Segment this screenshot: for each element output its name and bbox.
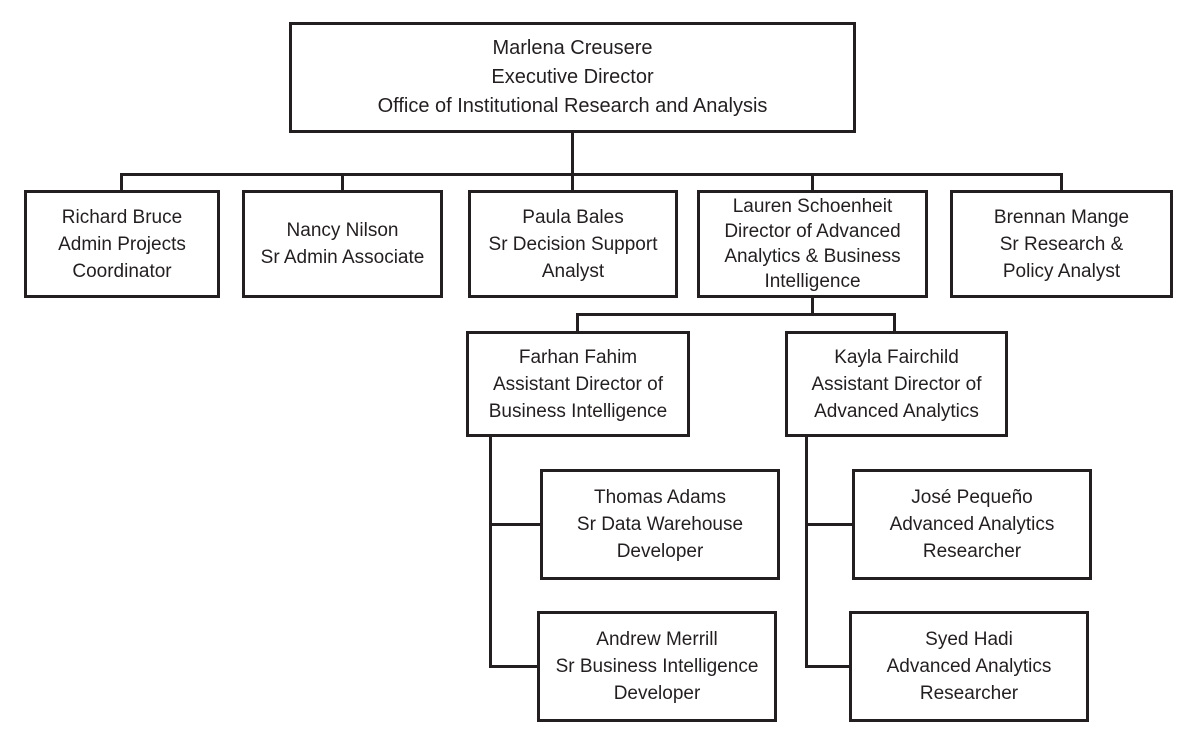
person-name: José Pequeño — [911, 487, 1033, 508]
node-thomas-adams: Thomas Adams Sr Data Warehouse Developer — [540, 469, 780, 580]
person-title: Advanced Analytics — [814, 400, 979, 422]
connector-elbow-thomas — [489, 523, 540, 526]
node-andrew-merrill: Andrew Merrill Sr Business Intelligence … — [537, 611, 777, 722]
person-title: Intelligence — [764, 271, 861, 292]
node-syed-hadi: Syed Hadi Advanced Analytics Researcher — [849, 611, 1089, 722]
connector-drop-richard — [120, 173, 123, 192]
person-name: Brennan Mange — [993, 206, 1130, 228]
person-name: Lauren Schoenheit — [732, 196, 893, 217]
person-name: Syed Hadi — [925, 629, 1013, 650]
node-nancy-nilson: Nancy Nilson Sr Admin Associate — [242, 190, 443, 298]
connector-drop-farhan — [576, 313, 579, 333]
connector-lauren-drop — [811, 298, 814, 316]
connector-kayla-elbow — [805, 437, 808, 668]
connector-drop-nancy — [341, 173, 344, 192]
connector-drop-lauren — [811, 173, 814, 192]
person-name: Farhan Fahim — [518, 346, 638, 368]
connector-drop-brennan — [1060, 173, 1063, 192]
person-name: Nancy Nilson — [286, 220, 399, 241]
person-title: Coordinator — [72, 260, 172, 282]
person-title: Business Intelligence — [488, 400, 668, 422]
connector-elbow-syed — [805, 665, 849, 668]
node-paula-bales: Paula Bales Sr Decision Support Analyst — [468, 190, 678, 298]
node-lauren-schoenheit: Lauren Schoenheit Director of Advanced A… — [697, 190, 928, 298]
node-marlena-creusere: Marlena Creusere Executive Director Offi… — [289, 22, 856, 133]
person-title: Assistant Director of — [811, 373, 982, 395]
person-name: Andrew Merrill — [596, 629, 718, 650]
person-title: Researcher — [922, 541, 1022, 562]
person-title: Sr Admin Associate — [260, 247, 425, 268]
person-title: Researcher — [919, 683, 1019, 704]
person-title: Executive Director — [491, 66, 654, 88]
person-title: Policy Analyst — [1002, 260, 1121, 282]
person-title: Developer — [613, 683, 701, 704]
connector-drop-paula — [571, 173, 574, 192]
connector-elbow-andrew — [489, 665, 537, 668]
person-name: Richard Bruce — [61, 206, 183, 228]
person-title: Admin Projects — [58, 233, 186, 255]
person-title: Analyst — [541, 260, 605, 282]
connector-level3-bus — [576, 313, 896, 316]
person-name: Paula Bales — [522, 206, 624, 228]
connector-drop-kayla — [893, 313, 896, 333]
person-name: Kayla Fairchild — [834, 346, 959, 368]
person-title: Sr Decision Support — [488, 233, 658, 255]
connector-farhan-elbow — [489, 437, 492, 668]
person-title: Assistant Director of — [493, 373, 663, 395]
person-title: Director of Advanced — [724, 221, 901, 242]
node-jose-pequeno: José Pequeño Advanced Analytics Research… — [852, 469, 1092, 580]
node-richard-bruce: Richard Bruce Admin Projects Coordinator — [24, 190, 220, 298]
connector-level2-bus — [120, 173, 1063, 176]
person-title: Developer — [616, 541, 704, 562]
node-farhan-fahim: Farhan Fahim Assistant Director of Busin… — [466, 331, 690, 437]
connector-root-drop — [571, 133, 574, 176]
person-title: Advanced Analytics — [886, 656, 1052, 677]
connector-elbow-jose — [805, 523, 852, 526]
person-title: Analytics & Business — [724, 246, 901, 267]
node-brennan-mange: Brennan Mange Sr Research & Policy Analy… — [950, 190, 1173, 298]
person-title: Advanced Analytics — [889, 514, 1055, 535]
person-title: Office of Institutional Research and Ana… — [377, 95, 768, 117]
person-title: Sr Business Intelligence — [555, 656, 759, 677]
person-title: Sr Data Warehouse — [576, 514, 744, 535]
person-title: Sr Research & — [999, 233, 1124, 255]
person-name: Marlena Creusere — [492, 37, 653, 59]
node-kayla-fairchild: Kayla Fairchild Assistant Director of Ad… — [785, 331, 1008, 437]
person-name: Thomas Adams — [594, 487, 726, 508]
